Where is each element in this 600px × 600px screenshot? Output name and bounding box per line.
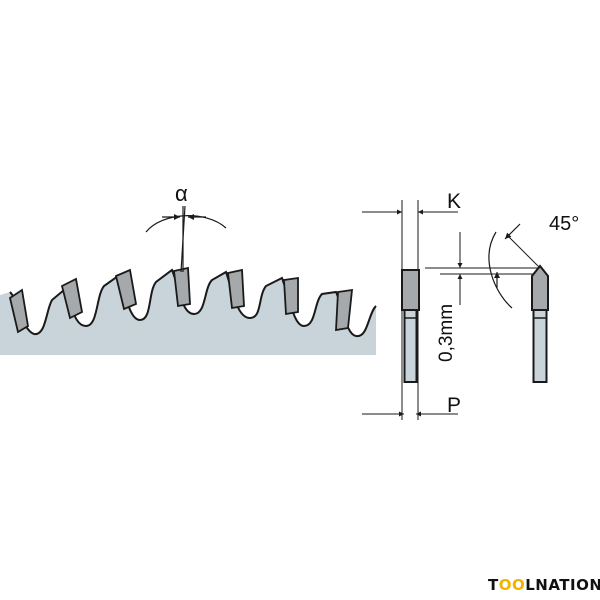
logo-prefix: T: [488, 576, 499, 594]
alpha-label: α: [175, 181, 188, 206]
tooth-front-profile: 45°: [488, 213, 579, 383]
svg-text:TOOLNATION: TOOLNATION: [488, 576, 600, 594]
carbide-tip: [227, 268, 245, 310]
carbide-tip: [8, 288, 29, 334]
carbide-tip: [283, 276, 299, 316]
carbide-tip: [60, 277, 84, 320]
chamfer-label: 0,3mm: [436, 304, 457, 362]
carbide-tip: [114, 268, 138, 311]
logo-oo: OO: [499, 576, 526, 594]
side-tip: [401, 269, 420, 311]
front-plate: [532, 309, 548, 383]
kerf-label: K: [447, 190, 461, 213]
chamfer-dimension: 0,3mm: [425, 232, 540, 362]
side-plate: [403, 309, 418, 383]
plate-label: P: [447, 394, 461, 417]
blade-profile: [0, 266, 377, 355]
front-tip: [531, 264, 549, 311]
rake-angle-indicator: α: [145, 181, 227, 273]
bevel-angle-label: 45°: [549, 213, 579, 235]
logo-suffix: LNATION: [525, 576, 600, 594]
carbide-tip: [335, 288, 354, 332]
tooth-side-profile: K P: [362, 190, 461, 420]
toolnation-logo: TOOLNATION: [488, 576, 600, 594]
